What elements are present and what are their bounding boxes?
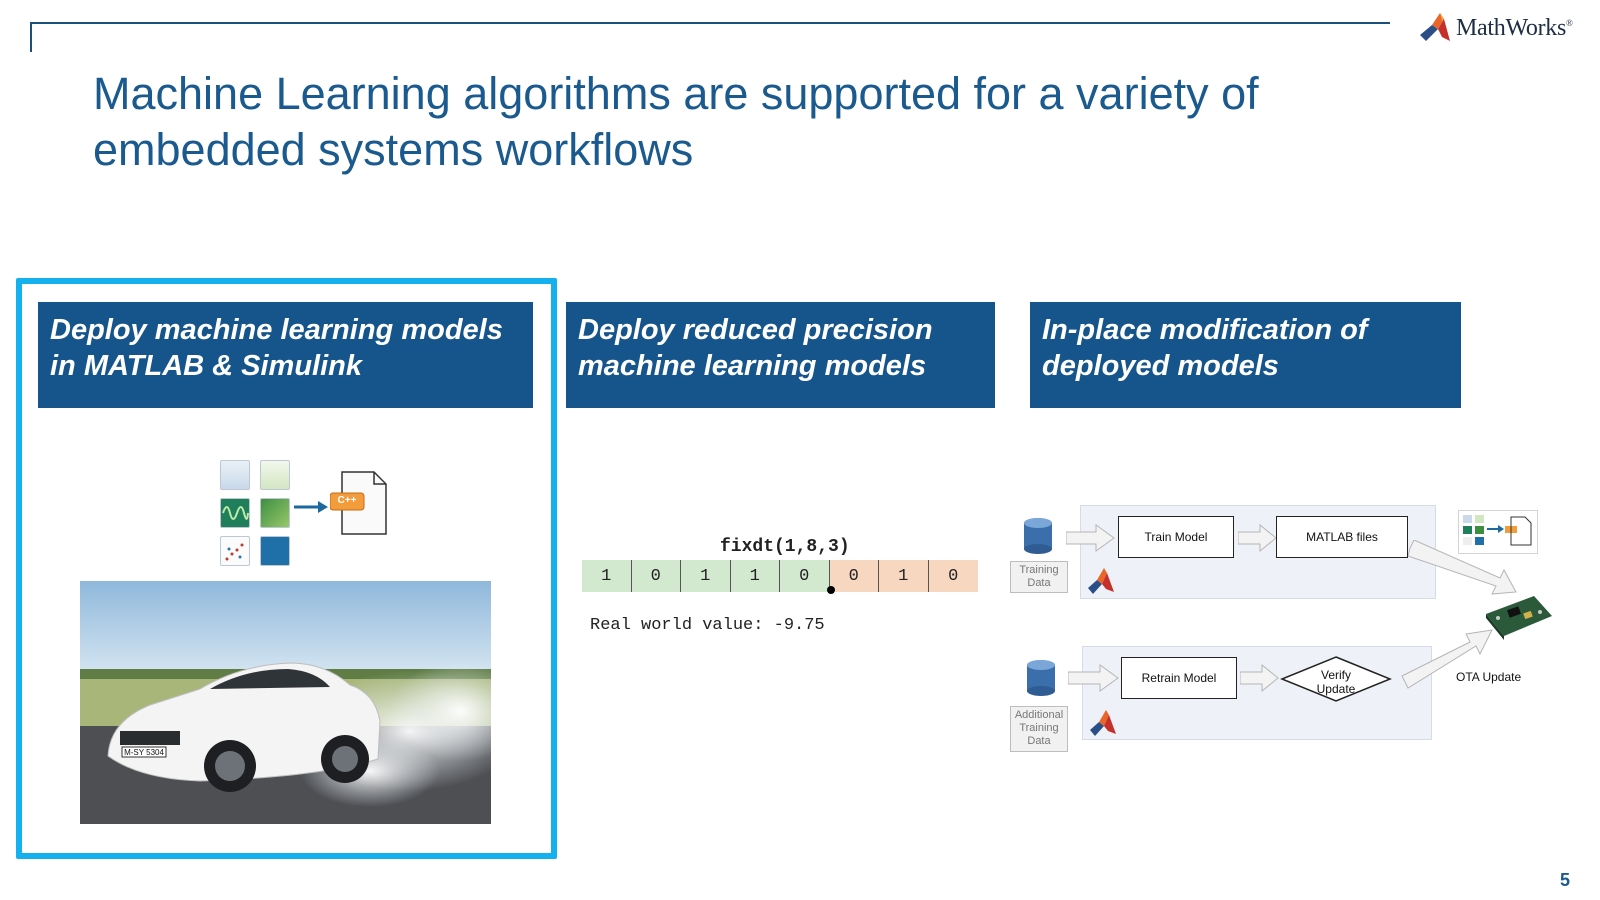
- logo-text: MathWorks®: [1456, 14, 1573, 41]
- caption-line: Additional: [1014, 709, 1064, 721]
- network-app-icon: [260, 536, 290, 566]
- caption-line: Data: [1027, 735, 1051, 747]
- caption-line: Data: [1027, 577, 1051, 589]
- mathworks-logo: MathWorks®: [1418, 8, 1588, 48]
- verify-label-line: Verify: [1320, 668, 1351, 682]
- arrow-right-icon: [294, 501, 328, 513]
- arrow-right-icon: [1238, 524, 1277, 552]
- embedded-board-icon: [1486, 596, 1552, 640]
- scatter-app-icon: [220, 536, 250, 566]
- bit-cell: 1: [582, 560, 632, 592]
- training-data-caption: Training Data: [1010, 561, 1068, 593]
- binary-point-marker: [827, 586, 835, 594]
- cpp-file-icon: C++: [330, 470, 388, 536]
- page-number: 5: [1560, 870, 1571, 890]
- ota-update-label: OTA Update: [1456, 670, 1522, 684]
- panel-header-line-2: in MATLAB & Simulink: [50, 350, 363, 382]
- matlab-logo-icon: [1090, 710, 1116, 736]
- caption-line: Training: [1019, 722, 1059, 734]
- page-title-line-2: embedded systems workflows: [93, 124, 694, 175]
- panel-header-line-1: Deploy reduced precision: [578, 314, 933, 346]
- panel-header-line-2: deployed models: [1042, 350, 1279, 382]
- database-icon: [1027, 660, 1055, 696]
- signal-app-icon: [220, 498, 250, 528]
- page-title-line-1: Machine Learning algorithms are supporte…: [93, 68, 1259, 119]
- matlab-files-box: MATLAB files: [1276, 516, 1408, 558]
- bit-cell: 0: [780, 560, 830, 592]
- verify-update-label: Verify Update: [1280, 668, 1392, 696]
- header-rule: [30, 22, 1390, 24]
- tree-app-icon: [260, 498, 290, 528]
- classification-app-icon: [220, 460, 250, 490]
- verify-label-line: Update: [1316, 682, 1356, 696]
- highlight-frame: [16, 278, 557, 859]
- panel-header-line-2: machine learning models: [578, 350, 927, 382]
- app-icon-grid: [220, 460, 296, 566]
- matlab-logo-icon: [1088, 568, 1114, 594]
- arrow-right-icon: [1068, 664, 1119, 692]
- bit-cell: 0: [631, 560, 681, 592]
- arrow-right-icon: [1240, 664, 1279, 692]
- bit-cell: 0: [829, 560, 879, 592]
- license-plate: M-SY 5304: [124, 748, 164, 757]
- panel-header-in-place-modification: In-place modification of deployed models: [1030, 302, 1461, 408]
- retrain-model-box: Retrain Model: [1121, 657, 1237, 699]
- panel-header-line-1: Deploy machine learning models: [50, 314, 503, 346]
- header-rule-tick: [30, 22, 32, 52]
- arrow-right-icon: [1066, 524, 1115, 552]
- train-model-box: Train Model: [1118, 516, 1234, 558]
- car-photo: M-SY 5304: [80, 581, 491, 824]
- membrane-icon: [1420, 13, 1450, 41]
- cpp-label: C++: [337, 495, 357, 506]
- panel-header-deploy-ml: Deploy machine learning models in MATLAB…: [38, 302, 533, 408]
- bit-cell: 1: [879, 560, 929, 592]
- bit-cell: 1: [730, 560, 780, 592]
- additional-training-data-caption: Additional Training Data: [1010, 706, 1068, 752]
- panel-header-reduced-precision: Deploy reduced precision machine learnin…: [566, 302, 995, 408]
- arrow-down-right-icon: [1408, 540, 1517, 595]
- fixdt-label: fixdt(1,8,3): [720, 537, 850, 557]
- bit-cell: 1: [681, 560, 731, 592]
- page-title: Machine Learning algorithms are supporte…: [93, 66, 1393, 178]
- caption-line: Training: [1019, 564, 1059, 576]
- bit-cell: 0: [928, 560, 978, 592]
- deploy-thumbnail: [1458, 510, 1538, 554]
- regression-app-icon: [260, 460, 290, 490]
- panel-header-line-1: In-place modification of: [1042, 314, 1368, 346]
- verify-update-diamond: [1280, 656, 1392, 702]
- database-icon: [1024, 518, 1052, 554]
- arrow-up-right-icon: [1401, 629, 1493, 689]
- bit-field: 1 0 1 1 0 0 1 0: [582, 560, 978, 592]
- real-world-value: Real world value: -9.75: [590, 616, 825, 635]
